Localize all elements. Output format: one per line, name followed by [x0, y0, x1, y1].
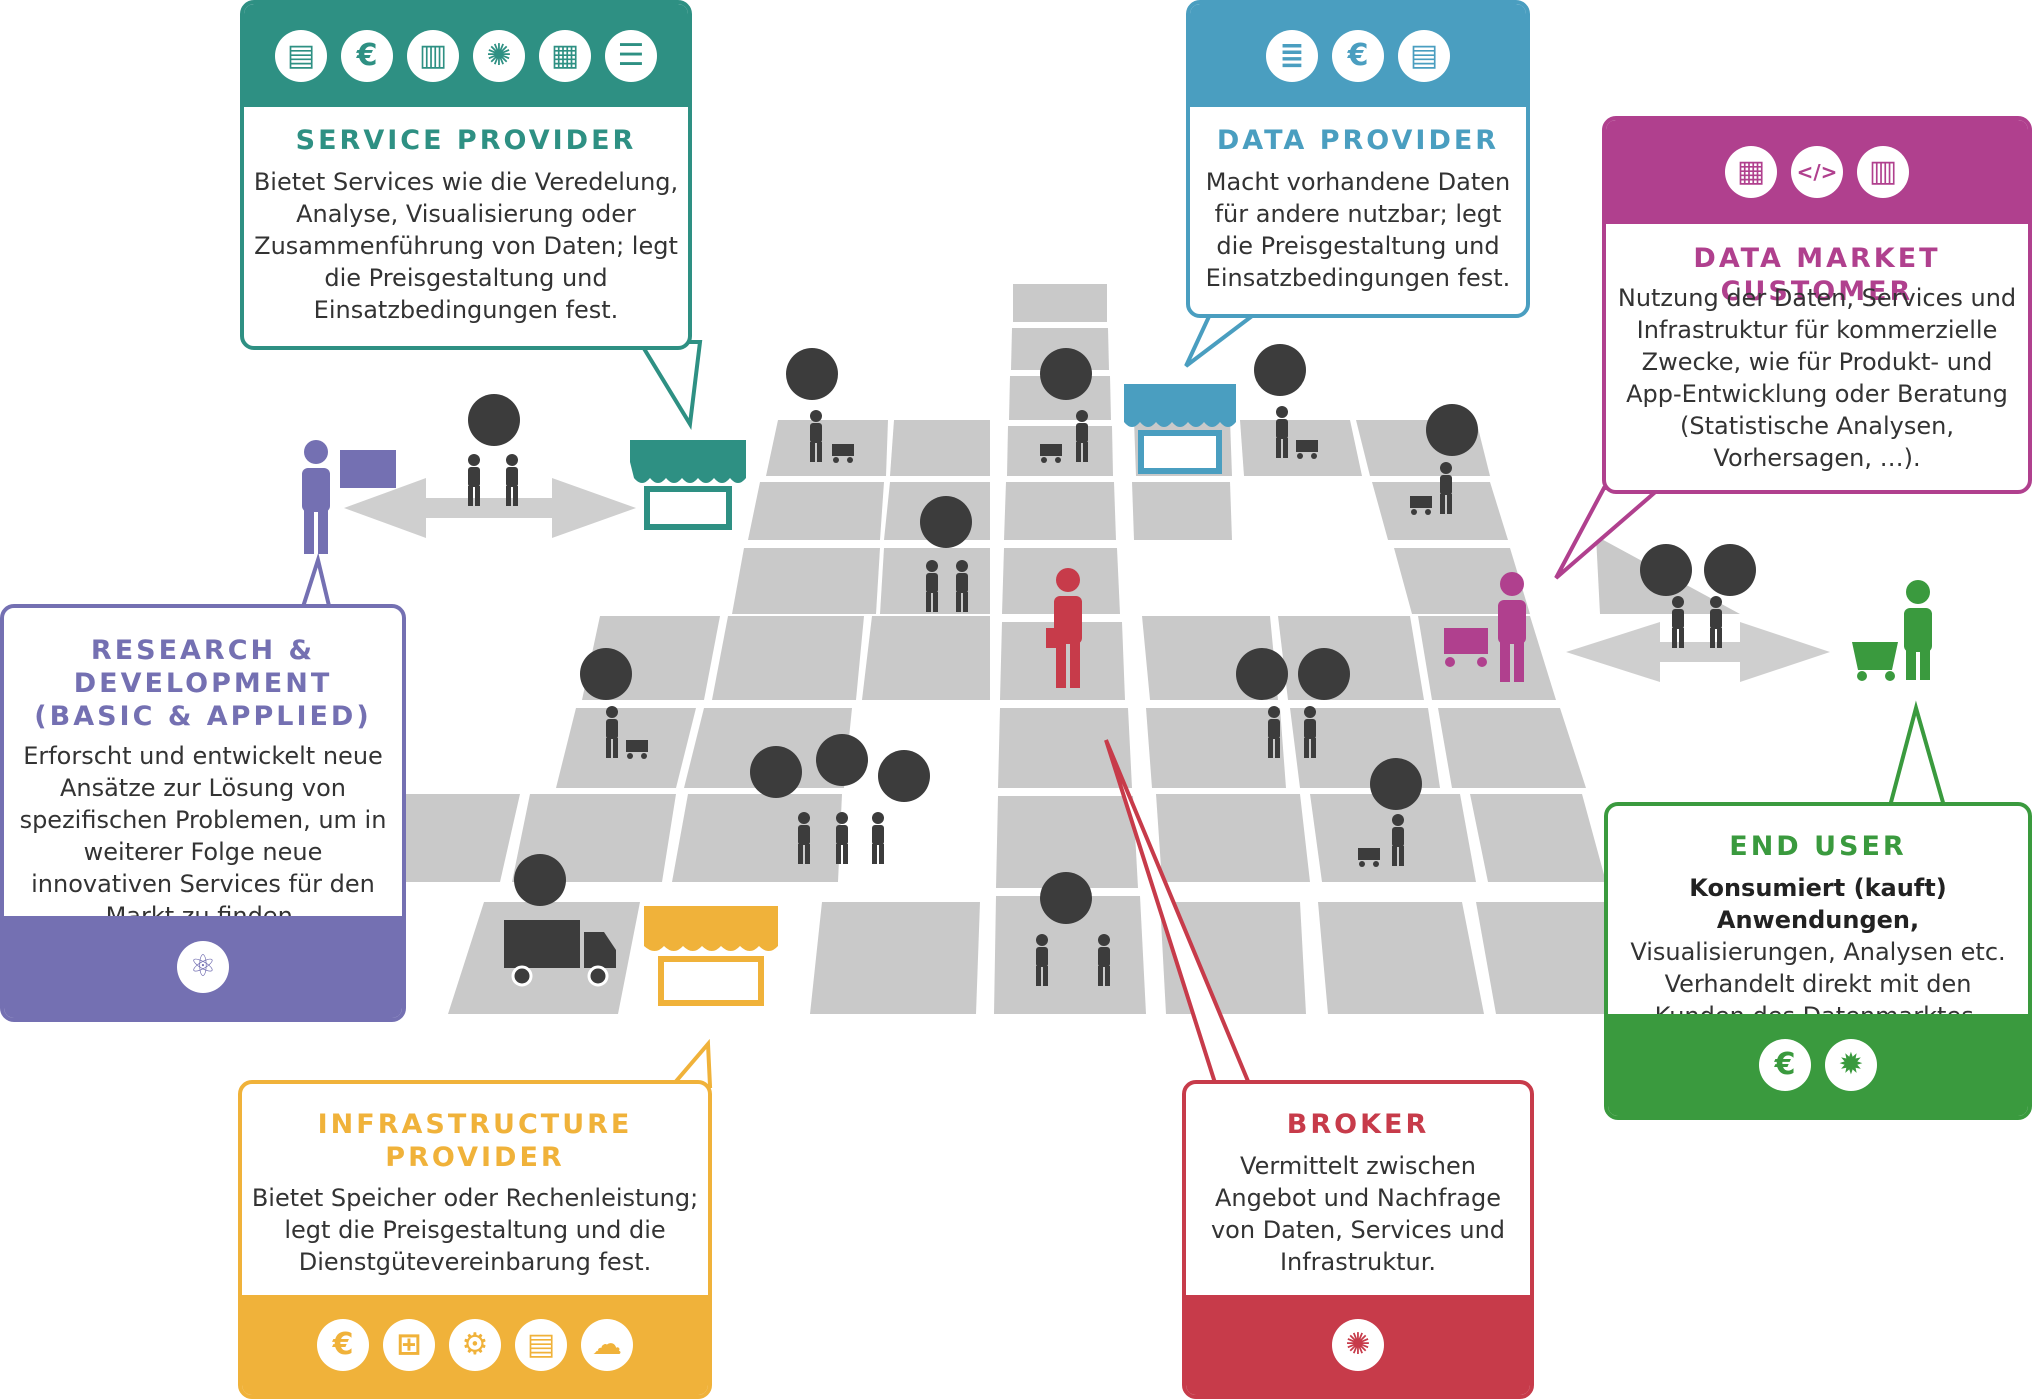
- end-user-description: Konsumiert (kauft) Anwendungen, Visualis…: [1616, 872, 2020, 1032]
- data-provider-title: DATA PROVIDER: [1216, 125, 1500, 156]
- research-development-box: RESEARCH & DEVELOPMENT (BASIC & APPLIED)…: [0, 604, 406, 1022]
- data-market-customer-box: ▦ </> ▥ DATA MARKET CUSTOMER Nutzung der…: [1602, 116, 2032, 494]
- infra-title-line-1: INFRASTRUCTURE: [317, 1109, 633, 1140]
- research-description: Erforscht und entwickelt neue Ansätze zu…: [19, 742, 387, 930]
- scene-icons: [468, 344, 1756, 924]
- document-icon: ▤: [275, 29, 327, 82]
- end-user-icon-band: € ✹: [1608, 1014, 2028, 1116]
- end-user-description-strong: Konsumiert (kauft) Anwendungen,: [1689, 874, 1947, 934]
- network-icon: ✺: [473, 29, 525, 82]
- service-pointer: [636, 340, 703, 430]
- customer-exchange-arrow: [1566, 622, 1830, 682]
- truck-icon: [504, 920, 616, 987]
- bar-chart-icon: ▥: [407, 29, 459, 82]
- broker-title: BROKER: [1286, 1109, 1430, 1140]
- euro-scene-icon: [1640, 544, 1692, 596]
- document-icon: ▤: [1398, 29, 1450, 82]
- data-provider-box: ≣ € ▤ DATA PROVIDER Macht vorhandene Dat…: [1186, 0, 1530, 318]
- network-scene-icon: [580, 648, 632, 700]
- report-scene-icon: [1426, 404, 1478, 456]
- service-shop: [630, 440, 746, 530]
- enduser-figure: [1852, 580, 1932, 681]
- service-provider-description: Bietet Services wie die Veredelung, Anal…: [253, 168, 679, 324]
- research-title-line-1: RESEARCH &: [90, 635, 316, 666]
- document-scene-icon: [878, 750, 930, 802]
- network-icon: ✺: [1332, 1319, 1384, 1371]
- report-icon: ▦: [1725, 146, 1777, 198]
- server-scene-icon: [1254, 344, 1306, 396]
- network-scene-icon: [786, 348, 838, 400]
- bar-chart-scene-icon: [920, 496, 972, 548]
- bar-chart-scene-icon: [1040, 348, 1092, 400]
- research-icon-band: ⚛: [4, 916, 402, 1018]
- end-user-box: END USER Konsumiert (kauft) Anwendungen,…: [1604, 802, 2032, 1120]
- enduser-pointer: [1887, 700, 1947, 808]
- infra-description: Bietet Speicher oder Rechenleistung; leg…: [251, 1184, 699, 1276]
- gears-icon: ⚙: [449, 1319, 501, 1371]
- customer-icon-band: ▦ </> ▥: [1606, 120, 2028, 224]
- data-provider-description: Macht vorhandene Daten für andere nutzba…: [1205, 168, 1511, 292]
- infrastructure-shop: [644, 906, 778, 1006]
- euro-icon: €: [1759, 1039, 1811, 1091]
- customer-description: Nutzung der Daten, Services und Infrastr…: [1617, 284, 2017, 472]
- euro-icon: €: [341, 29, 393, 82]
- report-icon: ▦: [539, 29, 591, 82]
- service-provider-icon-band: ▤ € ▥ ✺ ▦ ☰: [244, 4, 688, 107]
- cloud-upload-icon: ☁: [581, 1319, 633, 1371]
- end-user-title: END USER: [1729, 831, 1907, 862]
- atom-scene-icon: [468, 394, 520, 446]
- network-scene-icon: [816, 734, 868, 786]
- code-window-icon: </>: [1791, 146, 1843, 198]
- network-scene-icon: [1236, 648, 1288, 700]
- customer-figure: [1444, 572, 1526, 682]
- gears-scene-icon: [514, 854, 566, 906]
- service-provider-box: ▤ € ▥ ✺ ▦ ☰ SERVICE PROVIDER Bietet Serv…: [240, 0, 692, 350]
- data-shop: [1124, 384, 1236, 474]
- bar-chart-icon: ▥: [1857, 146, 1909, 198]
- customer-title: DATA MARKET CUSTOMER: [1693, 243, 1941, 307]
- network-tree-icon: ⊞: [383, 1319, 435, 1371]
- broker-figure: [1046, 568, 1082, 688]
- flowchart-scene-icon: [1298, 648, 1350, 700]
- infra-icon-band: € ⊞ ⚙ ▤ ☁: [242, 1295, 708, 1395]
- atom-icon: ⚛: [177, 941, 229, 993]
- infrastructure-provider-box: INFRASTRUCTURE PROVIDER Bietet Speicher …: [238, 1080, 712, 1399]
- research-title: RESEARCH & DEVELOPMENT (BASIC & APPLIED): [4, 634, 402, 733]
- broker-box: BROKER Vermittelt zwischen Angebot und N…: [1182, 1080, 1534, 1399]
- broker-description: Vermittelt zwischen Angebot und Nachfrag…: [1210, 1152, 1506, 1276]
- lightbulb-icon: ✹: [1825, 1039, 1877, 1091]
- report-scene-icon: [1704, 544, 1756, 596]
- research-exchange-arrow: [344, 478, 636, 538]
- cloud-upload-scene-icon: [1370, 758, 1422, 810]
- data-provider-icon-band: ≣ € ▤: [1190, 4, 1526, 107]
- euro-icon: €: [317, 1319, 369, 1371]
- flowchart-icon: ☰: [605, 29, 657, 82]
- euro-icon: €: [1332, 29, 1384, 82]
- infra-title: INFRASTRUCTURE PROVIDER: [242, 1108, 708, 1174]
- service-provider-title: SERVICE PROVIDER: [295, 125, 637, 156]
- document-icon: ▤: [515, 1319, 567, 1371]
- broker-icon-band: ✺: [1186, 1295, 1530, 1395]
- research-title-line-3: (BASIC & APPLIED): [34, 701, 372, 732]
- server-icon: ≣: [1266, 29, 1318, 82]
- data-provider-pointer: [1184, 308, 1266, 368]
- euro-scene-icon: [750, 746, 802, 798]
- research-title-line-2: DEVELOPMENT: [73, 668, 333, 699]
- researcher-figure: [302, 440, 396, 554]
- research-pointer: [299, 552, 333, 612]
- infra-title-line-2: PROVIDER: [385, 1142, 565, 1173]
- network-tree-scene-icon: [1040, 872, 1092, 924]
